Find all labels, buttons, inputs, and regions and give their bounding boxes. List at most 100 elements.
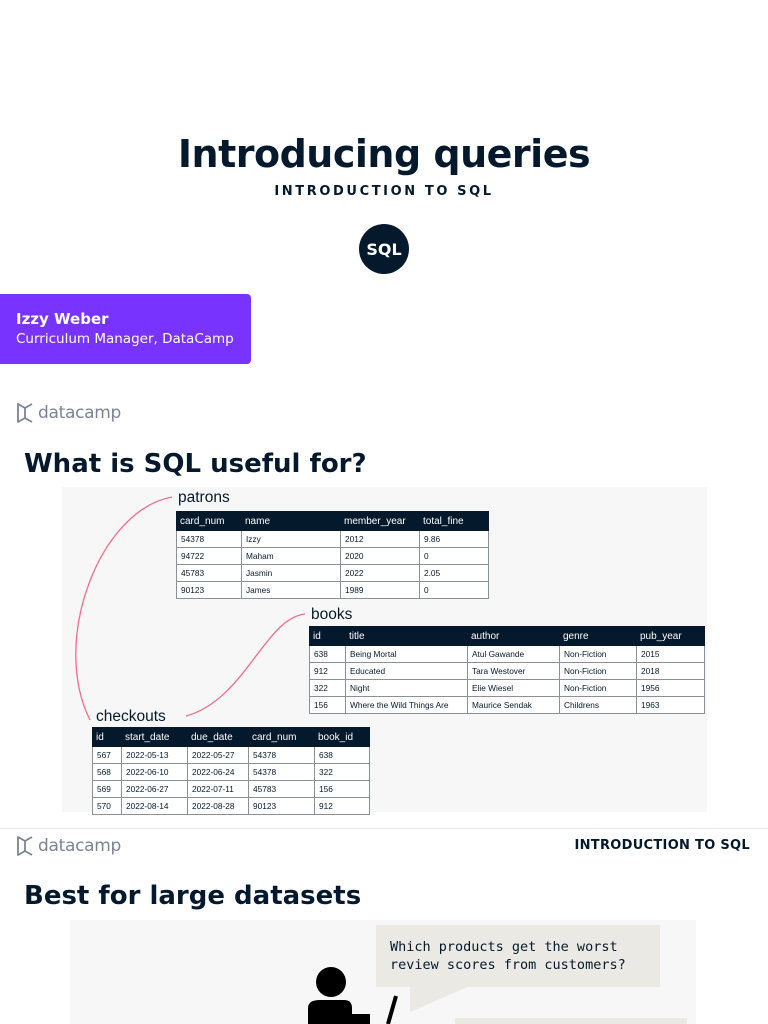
table-cell: Maurice Sendak xyxy=(467,696,560,714)
patrons-table: card_num name member_year total_fine 543… xyxy=(176,511,489,599)
table-cell: 1989 xyxy=(340,581,420,599)
table-cell: 90123 xyxy=(248,797,315,815)
table-cell: 54378 xyxy=(248,763,315,781)
datacamp-logo: datacamp xyxy=(16,835,121,857)
bubble-line: review scores from customers? xyxy=(390,957,626,973)
column-header: book_id xyxy=(314,727,370,747)
column-header: card_num xyxy=(248,727,315,747)
slide-title: Best for large datasets xyxy=(24,881,362,911)
table-cell: Tara Westover xyxy=(467,662,560,680)
column-header: pub_year xyxy=(636,626,705,646)
table-cell: Educated xyxy=(345,662,468,680)
table-cell: 0 xyxy=(419,581,489,599)
table-cell: 322 xyxy=(314,763,370,781)
column-header: title xyxy=(345,626,468,646)
table-cell: 2022-06-10 xyxy=(121,763,188,781)
table-cell: Izzy xyxy=(241,530,341,548)
speech-bubble-tail xyxy=(410,986,470,1012)
table-cell: 2012 xyxy=(340,530,420,548)
bubble-line: Which products get the worst xyxy=(390,939,618,955)
table-cell: 2022 xyxy=(340,564,420,582)
column-header: id xyxy=(309,626,346,646)
author-name: Izzy Weber xyxy=(16,310,109,328)
table-cell: 2022-06-24 xyxy=(187,763,249,781)
datacamp-logo: datacamp xyxy=(16,402,121,424)
course-header: INTRODUCTION TO SQL xyxy=(574,838,750,853)
table-cell: 2022-05-27 xyxy=(187,746,249,764)
checkouts-table: id start_date due_date card_num book_id … xyxy=(92,727,370,815)
table-cell: Maham xyxy=(241,547,341,565)
table-cell: Childrens xyxy=(559,696,637,714)
table-cell: 570 xyxy=(92,797,122,815)
table-cell: 94722 xyxy=(176,547,242,565)
slide-title: Introducing queries xyxy=(177,132,591,176)
table-cell: 2022-07-11 xyxy=(187,780,249,798)
table-cell: 45783 xyxy=(176,564,242,582)
column-header: total_fine xyxy=(419,511,489,531)
course-subtitle: INTRODUCTION TO SQL xyxy=(274,184,494,199)
table-cell: Non-Fiction xyxy=(559,645,637,663)
table-cell: 569 xyxy=(92,780,122,798)
author-role: Curriculum Manager, DataCamp xyxy=(16,331,234,347)
column-header: member_year xyxy=(340,511,420,531)
table-cell: 90123 xyxy=(176,581,242,599)
table-cell: 9.86 xyxy=(419,530,489,548)
column-header: card_num xyxy=(176,511,242,531)
table-cell: 567 xyxy=(92,746,122,764)
title-slide: Introducing queries INTRODUCTION TO SQL … xyxy=(0,0,768,395)
speech-bubble: Which products get the worst review scor… xyxy=(376,925,660,987)
table-cell: Non-Fiction xyxy=(559,662,637,680)
sql-badge-icon: SQL xyxy=(359,224,409,274)
column-header: genre xyxy=(559,626,637,646)
table-cell: 912 xyxy=(309,662,346,680)
column-header: name xyxy=(241,511,341,531)
table-cell: 156 xyxy=(314,780,370,798)
table-cell: 2.05 xyxy=(419,564,489,582)
speech-bubble xyxy=(455,1018,687,1024)
table-cell: 54378 xyxy=(176,530,242,548)
person-at-computer-icon xyxy=(308,967,398,1024)
table-cell: 2022-08-28 xyxy=(187,797,249,815)
table-cell: Being Mortal xyxy=(345,645,468,663)
patrons-label: patrons xyxy=(178,489,230,506)
table-cell: 2022-05-13 xyxy=(121,746,188,764)
books-label: books xyxy=(311,606,353,623)
table-cell: Non-Fiction xyxy=(559,679,637,697)
column-header: due_date xyxy=(187,727,249,747)
table-cell: Atul Gawande xyxy=(467,645,560,663)
table-cell: Night xyxy=(345,679,468,697)
table-cell: 2022-06-27 xyxy=(121,780,188,798)
table-cell: 638 xyxy=(314,746,370,764)
table-cell: 2022-08-14 xyxy=(121,797,188,815)
logo-text: datacamp xyxy=(38,836,122,856)
column-header: id xyxy=(92,727,122,747)
table-cell: 1963 xyxy=(636,696,705,714)
table-cell: 54378 xyxy=(248,746,315,764)
table-cell: 1956 xyxy=(636,679,705,697)
checkouts-label: checkouts xyxy=(96,708,166,725)
column-header: start_date xyxy=(121,727,188,747)
table-cell: 568 xyxy=(92,763,122,781)
table-cell: 2018 xyxy=(636,662,705,680)
table-cell: 0 xyxy=(419,547,489,565)
table-cell: Elie Wiesel xyxy=(467,679,560,697)
column-header: author xyxy=(467,626,560,646)
table-cell: James xyxy=(241,581,341,599)
table-cell: 322 xyxy=(309,679,346,697)
table-cell: 2020 xyxy=(340,547,420,565)
table-cell: 45783 xyxy=(248,780,315,798)
table-cell: 156 xyxy=(309,696,346,714)
